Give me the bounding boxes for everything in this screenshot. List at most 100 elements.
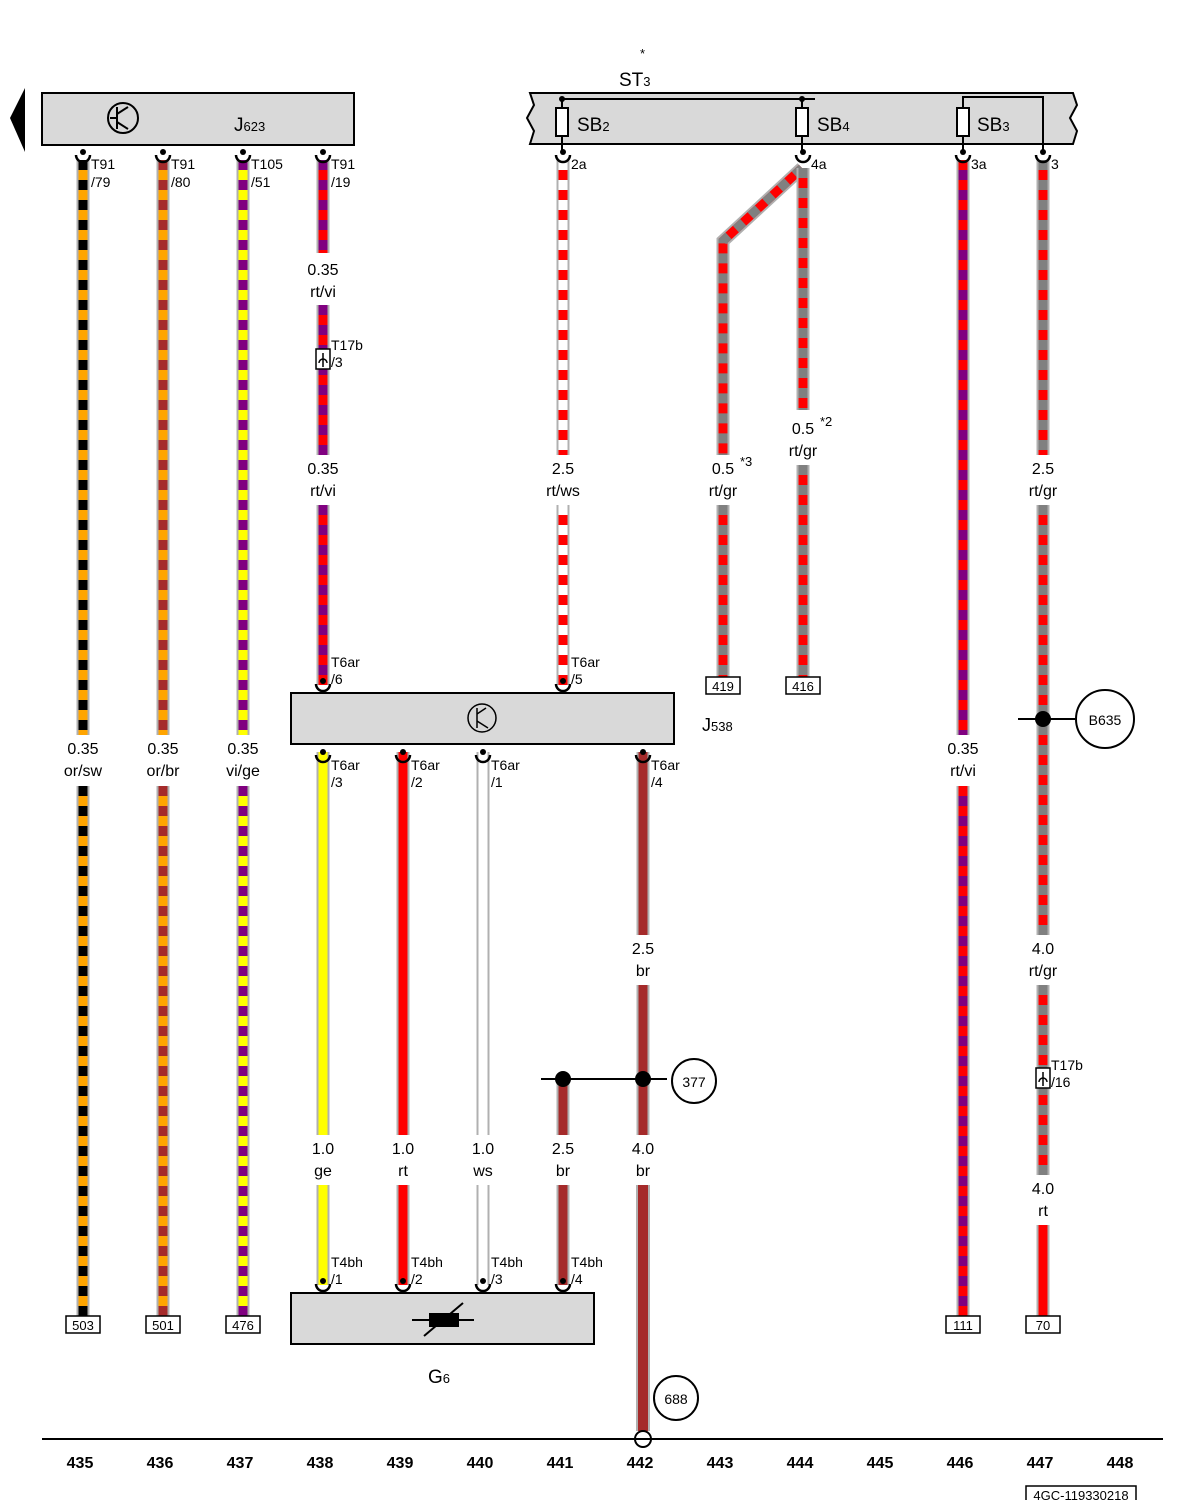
wire-color-label: or/sw (64, 763, 103, 780)
wire-size-label: 4.0 (1032, 941, 1054, 958)
pin-label: 4a (811, 156, 827, 172)
connector-pin-icon (554, 1278, 572, 1293)
transistor-icon (467, 703, 497, 733)
pin-label: /80 (171, 174, 191, 190)
pin-label: 2a (571, 156, 587, 172)
wire-note-label: *3 (740, 454, 752, 469)
wire-color-label: rt/gr (789, 443, 818, 460)
track-number: 435 (67, 1455, 94, 1472)
connector-pin-icon (314, 749, 332, 764)
wire-color-label: rt/vi (310, 284, 336, 301)
splice-b635: B635 (1018, 689, 1135, 749)
ref-419: 419 (712, 679, 734, 694)
connector-pin-icon (394, 749, 412, 764)
resistor-icon (412, 1302, 474, 1337)
reference-boxes: 503 501 476 419 416 111 70 (65, 676, 1061, 1334)
connector-pin-icon (954, 149, 972, 164)
wire-color-label: rt/vi (950, 763, 976, 780)
pin-label: /2 (411, 1271, 423, 1287)
track-number: 447 (1027, 1455, 1054, 1472)
pin-label: T4bh (331, 1254, 363, 1270)
document-id: 4GC-119330218 (1033, 1488, 1128, 1500)
wire-color-label: rt/gr (1029, 963, 1058, 980)
pin-label: /4 (651, 774, 663, 790)
wire-color-label: ge (314, 1163, 332, 1180)
wire-color-label: rt/vi (310, 483, 336, 500)
fuse-icon (555, 107, 970, 137)
wire-size-label: 2.5 (552, 461, 574, 478)
connector-pin-icon (634, 749, 652, 764)
sb4-label: SB4 (817, 115, 850, 136)
688-label: 688 (664, 1391, 688, 1407)
wire-size-label: 0.35 (947, 741, 978, 758)
connector-pin-icon (314, 678, 332, 693)
ref-501: 501 (152, 1318, 174, 1333)
j623-label: J623 (234, 115, 265, 136)
connector-pin-icon (154, 149, 172, 164)
wire-size-label: 0.5 (712, 461, 734, 478)
b635-label: B635 (1089, 712, 1122, 728)
wire-size-label: 1.0 (312, 1141, 334, 1158)
track-number: 443 (707, 1455, 734, 1472)
inline-connector-icon (1035, 1067, 1051, 1089)
pin-label: T91 (331, 156, 355, 172)
wire-size-label: 2.5 (632, 941, 654, 958)
connector-pin-icon (554, 149, 572, 164)
pin-label: T6ar (651, 757, 680, 773)
splice-377: 377 (541, 1058, 717, 1104)
pin-label: T4bh (411, 1254, 443, 1270)
wire-color-label: br (556, 1163, 571, 1180)
pin-label: /3 (331, 774, 343, 790)
pin-label: T91 (171, 156, 195, 172)
wire-note-label: *2 (820, 414, 832, 429)
connector-pin-icon (394, 1278, 412, 1293)
track-number: 442 (627, 1455, 654, 1472)
wire-color-label: vi/ge (226, 763, 260, 780)
connector-pin-icon (1034, 149, 1052, 164)
pin-label: T6ar (411, 757, 440, 773)
wire-color-label: rt/ws (546, 483, 580, 500)
pin-label: /1 (331, 1271, 343, 1287)
track-number: 437 (227, 1455, 254, 1472)
pin-label: T6ar (571, 654, 600, 670)
ref-416: 416 (792, 679, 814, 694)
pin-label: 3a (971, 156, 987, 172)
st3-star: * (640, 46, 645, 61)
connector-pin-icon (474, 1278, 492, 1293)
wire-size-label: 2.5 (1032, 461, 1054, 478)
connector-pin-icon (554, 678, 572, 693)
wire-size-label: 0.35 (307, 262, 338, 279)
pin-label: /2 (411, 774, 423, 790)
connector-pin-icon (74, 149, 92, 164)
wire-color-label: rt (398, 1163, 408, 1180)
wire-color-label: ws (472, 1163, 493, 1180)
wire-color-label: or/br (147, 763, 181, 780)
document-id-box (1025, 1485, 1137, 1500)
transistor-icon (107, 102, 139, 134)
wire-color-label: br (636, 1163, 651, 1180)
ref-70: 70 (1036, 1318, 1050, 1333)
control-unit-j538 (290, 692, 675, 745)
wire-size-label: 4.0 (632, 1141, 654, 1158)
connector-pin-icon (474, 749, 492, 764)
ref-111: 111 (953, 1318, 973, 1333)
track-number: 444 (787, 1455, 814, 1472)
pin-label: /3 (331, 354, 343, 370)
pin-label: T17b (331, 337, 363, 353)
wire-size-label: 2.5 (552, 1141, 574, 1158)
377-label: 377 (682, 1074, 706, 1090)
wire-size-label: 0.35 (227, 741, 258, 758)
track-number: 438 (307, 1455, 334, 1472)
wire-443-upper-stripe (718, 164, 806, 455)
track-number: 445 (867, 1455, 894, 1472)
pin-label: T6ar (331, 757, 360, 773)
connector-pin-icon (794, 149, 812, 164)
pin-label: T17b (1051, 1057, 1083, 1073)
connector-pin-icon (314, 1278, 332, 1293)
track-number: 439 (387, 1455, 414, 1472)
wire-size-label: 1.0 (392, 1141, 414, 1158)
pin-label: /16 (1051, 1074, 1071, 1090)
wire-color-label: br (636, 963, 651, 980)
